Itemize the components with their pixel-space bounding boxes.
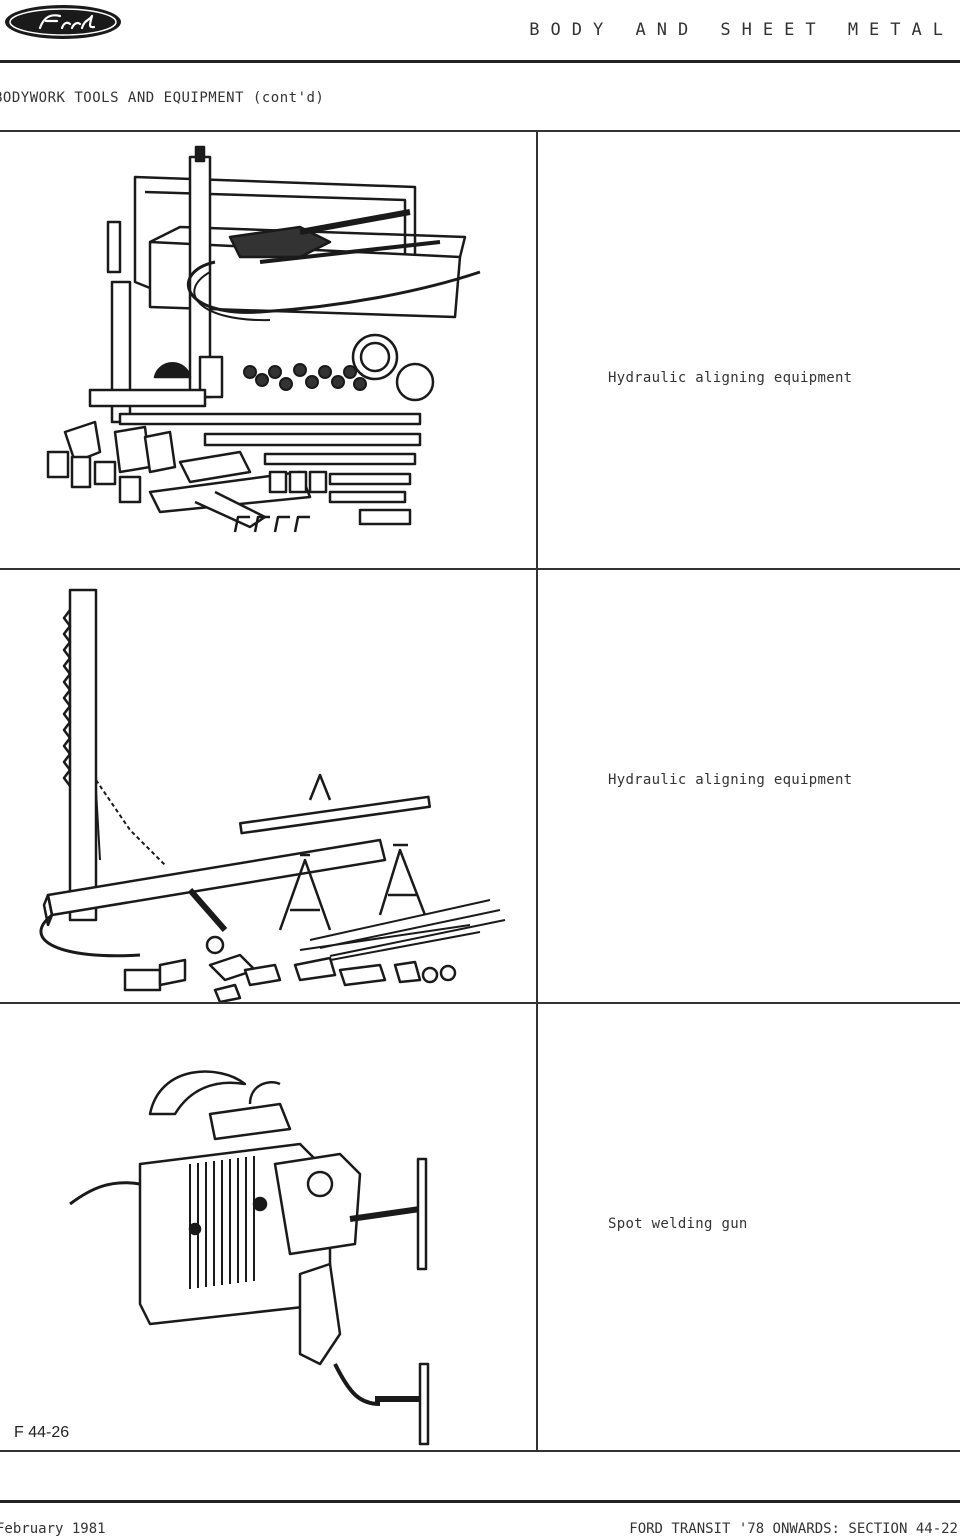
section-header: BODY AND SHEET METAL (529, 20, 954, 40)
illustration-cell (0, 132, 538, 568)
footer-rule (0, 1500, 960, 1503)
table-row: Hydraulic aligning equipment (0, 568, 960, 1004)
table-row: F 44-26 Spot welding gun (0, 1002, 960, 1452)
spot-welding-gun-illustration (69, 1070, 430, 1446)
hydraulic-aligning-kit-illustration (46, 145, 481, 533)
tool-caption: Spot welding gun (608, 1216, 748, 1232)
figure-code: F 44-26 (14, 1424, 70, 1441)
tool-caption: Hydraulic aligning equipment (608, 772, 853, 788)
page-title: BODYWORK TOOLS AND EQUIPMENT (cont'd) (0, 90, 325, 106)
caption-cell: Hydraulic aligning equipment (538, 570, 960, 1004)
table-row: Hydraulic aligning equipment (0, 132, 960, 568)
ford-logo (5, 5, 121, 39)
hydraulic-aligning-frame-illustration (39, 588, 506, 1004)
tool-caption: Hydraulic aligning equipment (608, 370, 853, 386)
footer-date: February 1981 (0, 1521, 106, 1537)
caption-cell: Hydraulic aligning equipment (538, 132, 960, 568)
header-rule (0, 60, 960, 63)
illustration-cell: F 44-26 (0, 1004, 538, 1452)
tools-table: Hydraulic aligning equipment (0, 130, 960, 1452)
footer-reference: FORD TRANSIT '78 ONWARDS: SECTION 44-22 (629, 1521, 958, 1537)
illustration-cell (0, 570, 538, 1004)
caption-cell: Spot welding gun (538, 1004, 960, 1452)
